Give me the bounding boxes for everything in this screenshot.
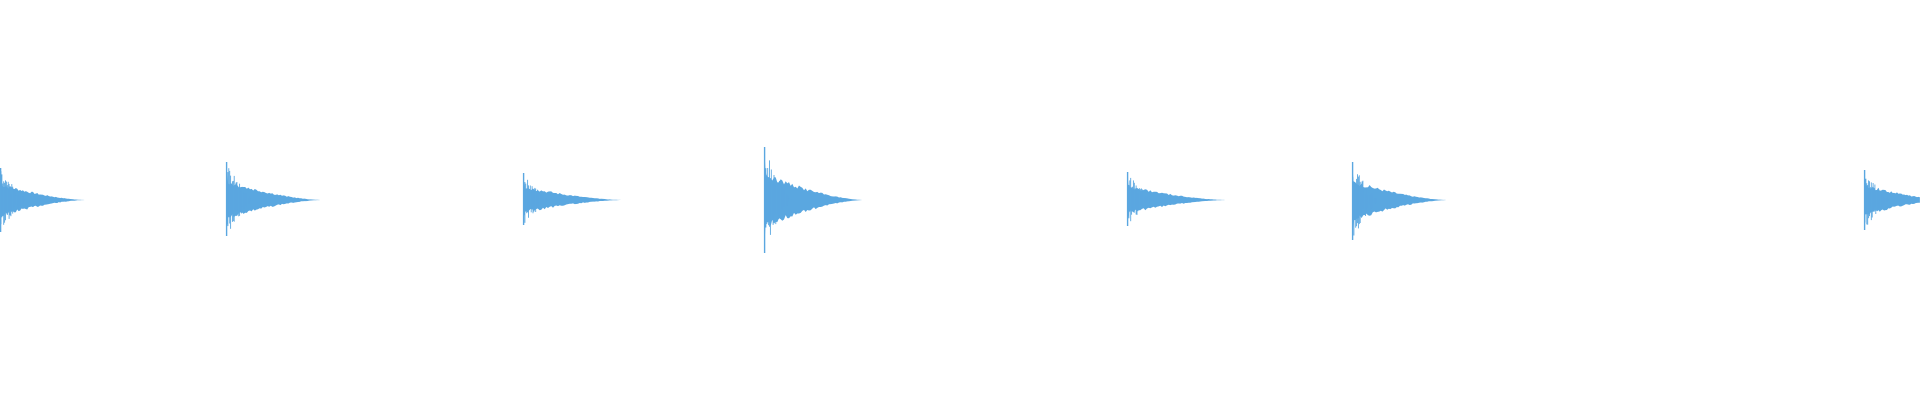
transient-envelope [1352,162,1448,240]
transient-1 [0,168,86,232]
transient-envelope [764,147,864,253]
transient-2 [225,162,322,236]
transient-6 [1351,162,1448,240]
transient-4 [763,147,864,253]
transient-envelope [523,173,623,225]
transient-envelope [1127,172,1227,226]
transient-3 [522,173,623,225]
transient-5 [1126,172,1227,226]
transient-7 [1863,170,1920,230]
transient-envelope [226,162,322,236]
transient-envelope [0,168,86,232]
transient-envelope [1864,170,1920,230]
